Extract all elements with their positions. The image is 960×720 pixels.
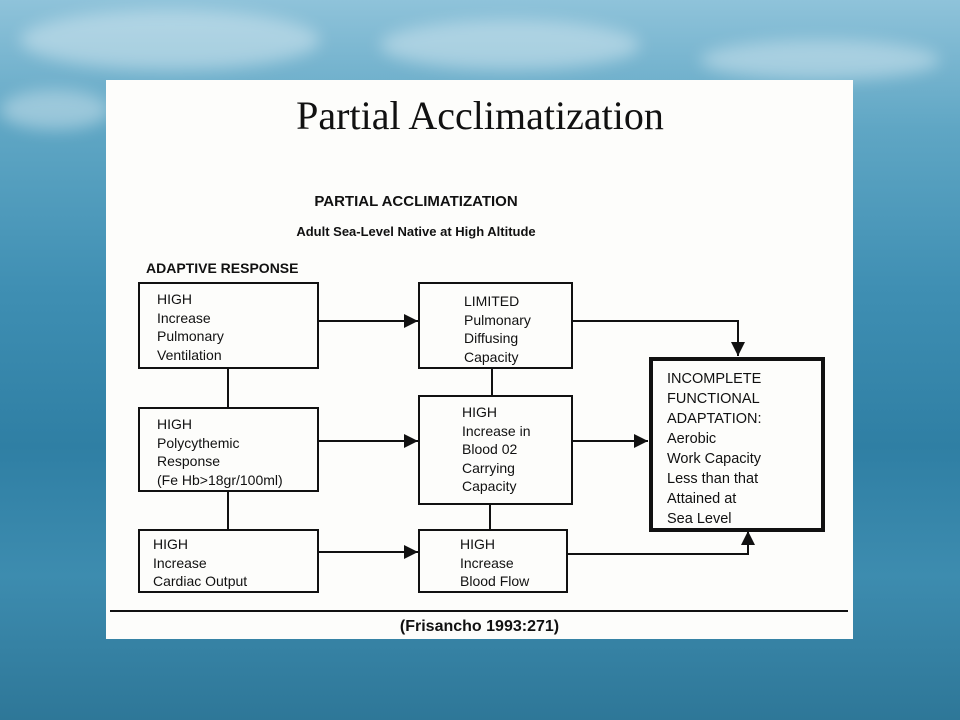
figure-subtitle: Adult Sea-Level Native at High Altitude <box>296 224 536 239</box>
box-polycythemic-response: HIGH Polycythemic Response (Fe Hb>18gr/1… <box>138 407 319 492</box>
box-cardiac-output: HIGH Increase Cardiac Output <box>138 529 319 593</box>
box-diffusing-capacity: LIMITED Pulmonary Diffusing Capacity <box>418 282 573 369</box>
box-incomplete-adaptation: INCOMPLETE FUNCTIONAL ADAPTATION: Aerobi… <box>649 357 825 532</box>
sky-cloud <box>0 90 110 130</box>
citation: (Frisancho 1993:271) <box>399 618 560 635</box>
slide-title: Partial Acclimatization <box>296 93 664 138</box>
box-pulmonary-ventilation: HIGH Increase Pulmonary Ventilation <box>138 282 319 369</box>
box-blood-flow: HIGH Increase Blood Flow <box>418 529 568 593</box>
sky-cloud <box>20 10 320 70</box>
arrow-blood-flow-to-outcome <box>568 531 755 555</box>
arrow-diffusing-to-outcome <box>572 320 745 356</box>
figure-title: PARTIAL ACCLIMATIZATION <box>314 193 518 210</box>
sky-cloud <box>380 20 640 70</box>
box-blood-o2-capacity: HIGH Increase in Blood 02 Carrying Capac… <box>418 395 573 505</box>
sky-cloud <box>700 40 940 80</box>
section-label: ADAPTIVE RESPONSE <box>146 260 299 276</box>
